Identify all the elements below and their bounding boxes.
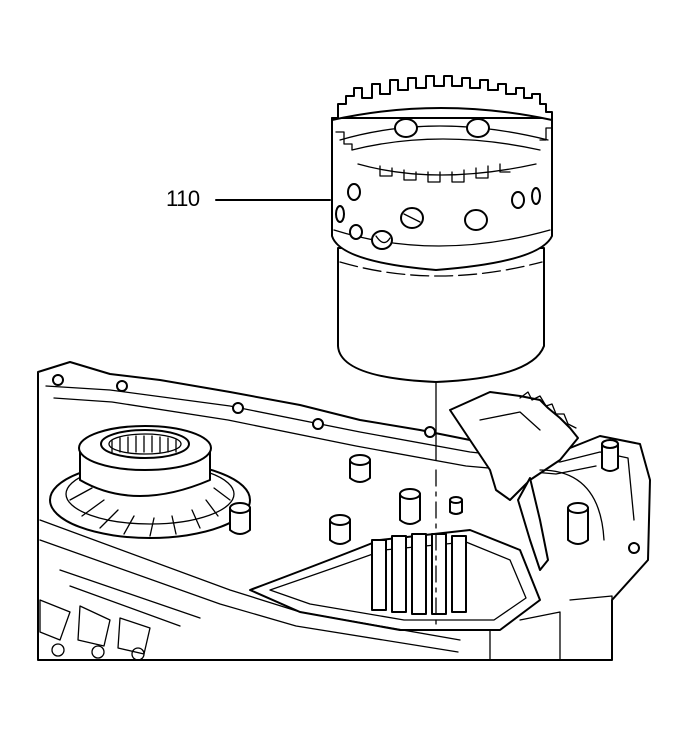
right-casting — [489, 595, 613, 661]
case-bosses — [229, 439, 619, 545]
left-passages — [39, 519, 461, 661]
housing-holes — [335, 118, 541, 250]
bearing-hub — [49, 425, 251, 539]
callout-label-110: 110 — [166, 186, 200, 211]
shift-bracket — [449, 391, 605, 571]
spline-bars — [371, 533, 467, 615]
center-pocket — [249, 529, 541, 631]
transmission-case — [37, 361, 651, 661]
clutch-housing — [331, 75, 553, 383]
